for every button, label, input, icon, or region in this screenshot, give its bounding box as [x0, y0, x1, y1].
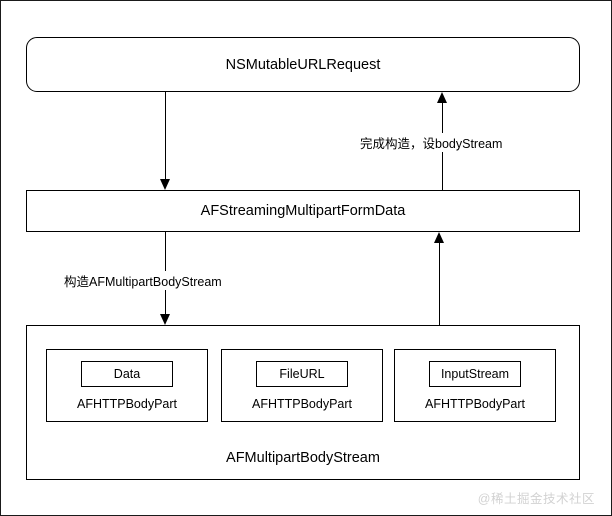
edge-formdata-to-bodystream-label: 构造AFMultipartBodyStream — [61, 271, 225, 290]
body-part-inputstream: InputStream AFHTTPBodyPart — [394, 349, 556, 422]
edge-formdata-to-bodystream-arrowhead — [159, 314, 170, 325]
edge-request-to-formdata-line — [164, 92, 167, 179]
body-part-data-source: Data — [81, 361, 173, 387]
body-part-data-type: AFHTTPBodyPart — [76, 397, 178, 411]
edge-formdata-to-request-arrowhead — [436, 92, 447, 103]
node-afstreamingmultipartformdata: AFStreamingMultipartFormData — [26, 190, 580, 232]
edge-bodystream-to-formdata-arrowhead — [433, 232, 444, 243]
body-part-inputstream-type: AFHTTPBodyPart — [424, 397, 526, 411]
body-part-data: Data AFHTTPBodyPart — [46, 349, 208, 422]
body-part-fileurl-type: AFHTTPBodyPart — [251, 397, 353, 411]
edge-bodystream-to-formdata-line — [438, 243, 441, 325]
node-nsmutableurlrequest-label: NSMutableURLRequest — [225, 56, 381, 73]
node-afstreamingmultipartformdata-label: AFStreamingMultipartFormData — [200, 203, 406, 219]
edge-formdata-to-request-label: 完成构造，设bodyStream — [357, 133, 506, 152]
body-part-fileurl: FileURL AFHTTPBodyPart — [221, 349, 383, 422]
node-afmultipartbodystream: Data AFHTTPBodyPart FileURL AFHTTPBodyPa… — [26, 325, 580, 480]
node-afmultipartbodystream-label: AFMultipartBodyStream — [226, 450, 380, 466]
node-nsmutableurlrequest: NSMutableURLRequest — [26, 37, 580, 92]
body-part-fileurl-source: FileURL — [256, 361, 348, 387]
body-part-inputstream-source: InputStream — [429, 361, 521, 387]
watermark-text: @稀土掘金技术社区 — [477, 492, 595, 506]
edge-request-to-formdata-arrowhead — [159, 179, 170, 190]
